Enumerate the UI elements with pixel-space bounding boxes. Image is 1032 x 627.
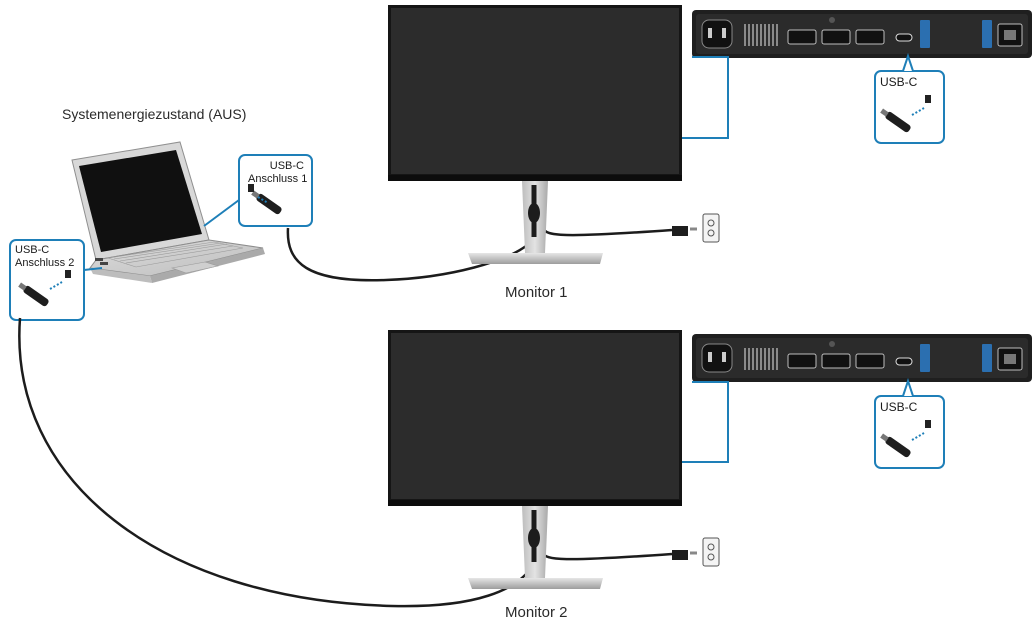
monitor-2-usb-c-callout — [874, 377, 945, 469]
monitor-2-usb-c-label: USB-C — [880, 400, 918, 414]
usb-c-port-1-line2: Anschluss 1 — [248, 173, 308, 185]
monitor-1-usb-c-callout — [874, 52, 945, 144]
monitor-2 — [388, 330, 682, 589]
callout-usb-c-port-2 — [9, 239, 103, 321]
monitor-1 — [388, 5, 682, 264]
monitor-1-rear-panel — [691, 9, 1032, 59]
power-outlet-2 — [672, 537, 720, 567]
usb-c-port-1-line1: USB-C — [269, 160, 304, 172]
monitor-1-caption: Monitor 1 — [505, 284, 568, 301]
monitor-1-usb-c-label: USB-C — [880, 75, 918, 89]
usb-c-port-2-line1: USB-C — [15, 244, 50, 256]
power-outlet-1 — [672, 213, 720, 243]
system-power-state-label: Systemenergiezustand (AUS) — [62, 106, 247, 122]
laptop — [71, 141, 265, 283]
monitor-2-rear-panel — [691, 333, 1032, 383]
usb-c-port-1-label: USB-C Anschluss 1 — [248, 160, 308, 186]
callout-usb-c-port-1 — [203, 154, 313, 227]
usb-c-port-2-line2: Anschluss 2 — [15, 257, 75, 269]
monitor-2-caption: Monitor 2 — [505, 604, 568, 621]
usb-c-port-2-label: USB-C Anschluss 2 — [15, 244, 74, 270]
